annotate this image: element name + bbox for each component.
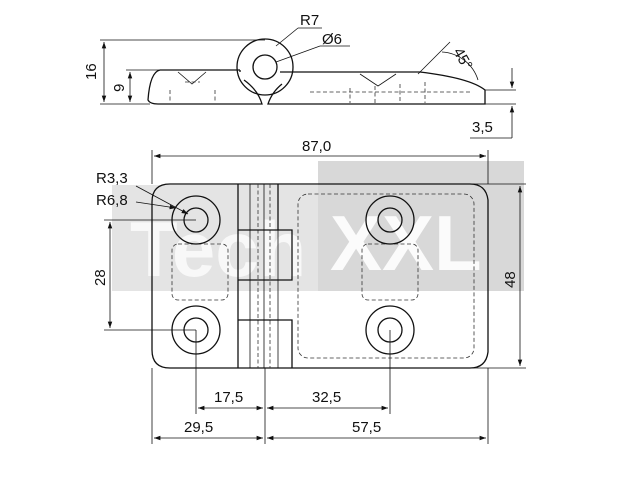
- overall-width-label: 87,0: [302, 138, 331, 155]
- boss-radius-label: R6,8: [96, 192, 128, 209]
- hole-offset-left-label: 17,5: [214, 389, 243, 406]
- leaf-left-width-label: 29,5: [184, 419, 213, 436]
- hole-radius-label: R3,3: [96, 170, 128, 187]
- hole-spacing-right-label: 32,5: [312, 389, 341, 406]
- plan-view: R3,3 R6,8 87,0 48 28 17,5 32,5 29,5: [92, 138, 526, 444]
- angle-label: 45°: [450, 45, 476, 73]
- watermark: Tech XXL: [112, 161, 524, 293]
- diameter-label: Ø6: [322, 31, 342, 48]
- pin-hole: [252, 54, 278, 80]
- thickness-label: 3,5: [472, 119, 493, 136]
- hole-spacing-vertical-label: 28: [92, 269, 109, 286]
- hole-top-right: [365, 195, 415, 245]
- watermark-text-right: XXL: [330, 199, 482, 287]
- overall-height-label: 48: [502, 271, 519, 288]
- radius-label-r7: R7: [300, 12, 319, 29]
- height-total-label: 16: [83, 63, 100, 80]
- height-knuckle-label: 9: [111, 84, 128, 92]
- leaf-right-width-label: 57,5: [352, 419, 381, 436]
- side-view: 45° R7 Ø6 16 9 3,5: [83, 12, 516, 139]
